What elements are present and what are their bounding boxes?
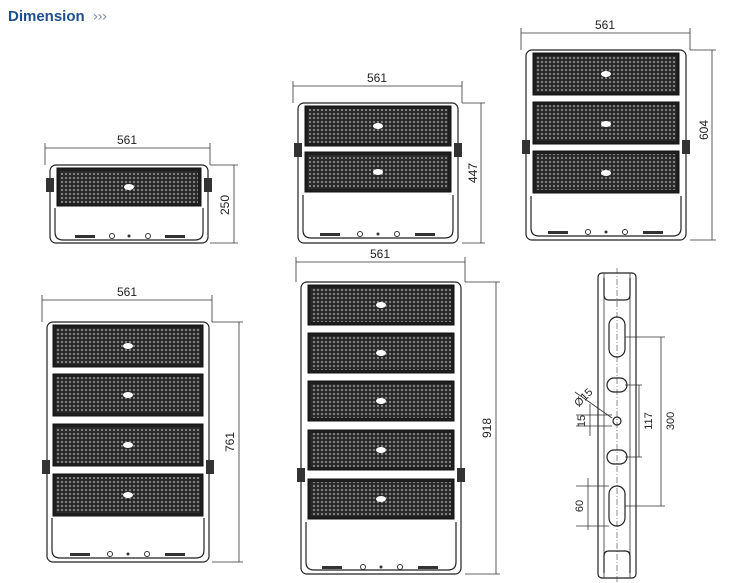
dim-hole-diameter: Ø15 — [572, 386, 595, 409]
section-title: Dimension — [8, 8, 85, 25]
dim-slot-length: 60 — [574, 500, 586, 512]
section-header: Dimension ››› — [8, 8, 108, 25]
dim-width-one: 561 — [117, 133, 137, 147]
dim-height-three: 604 — [697, 120, 711, 140]
dim-width-three: 561 — [595, 18, 615, 32]
dim-height-one: 250 — [218, 195, 232, 215]
view-four-module: 561 761 — [41, 285, 243, 563]
dim-spacing-large: 300 — [665, 412, 677, 430]
dim-height-four: 761 — [223, 432, 237, 452]
view-three-module: 561 604 — [520, 18, 716, 241]
dim-width-four: 561 — [117, 285, 137, 299]
view-two-module: 561 447 — [292, 71, 485, 244]
bracket-detail: Ø15 15 117 300 60 — [572, 268, 677, 583]
dim-offset: 15 — [576, 415, 588, 427]
dim-width-two: 561 — [367, 71, 387, 85]
view-one-module: 561 250 — [44, 133, 238, 244]
dim-width-five: 561 — [370, 247, 390, 261]
dim-spacing-small: 117 — [643, 412, 655, 430]
dim-height-two: 447 — [466, 163, 480, 183]
chevron-right-icon: ››› — [92, 8, 108, 25]
dim-height-five: 918 — [480, 418, 494, 438]
view-five-module: 561 918 — [295, 247, 500, 575]
